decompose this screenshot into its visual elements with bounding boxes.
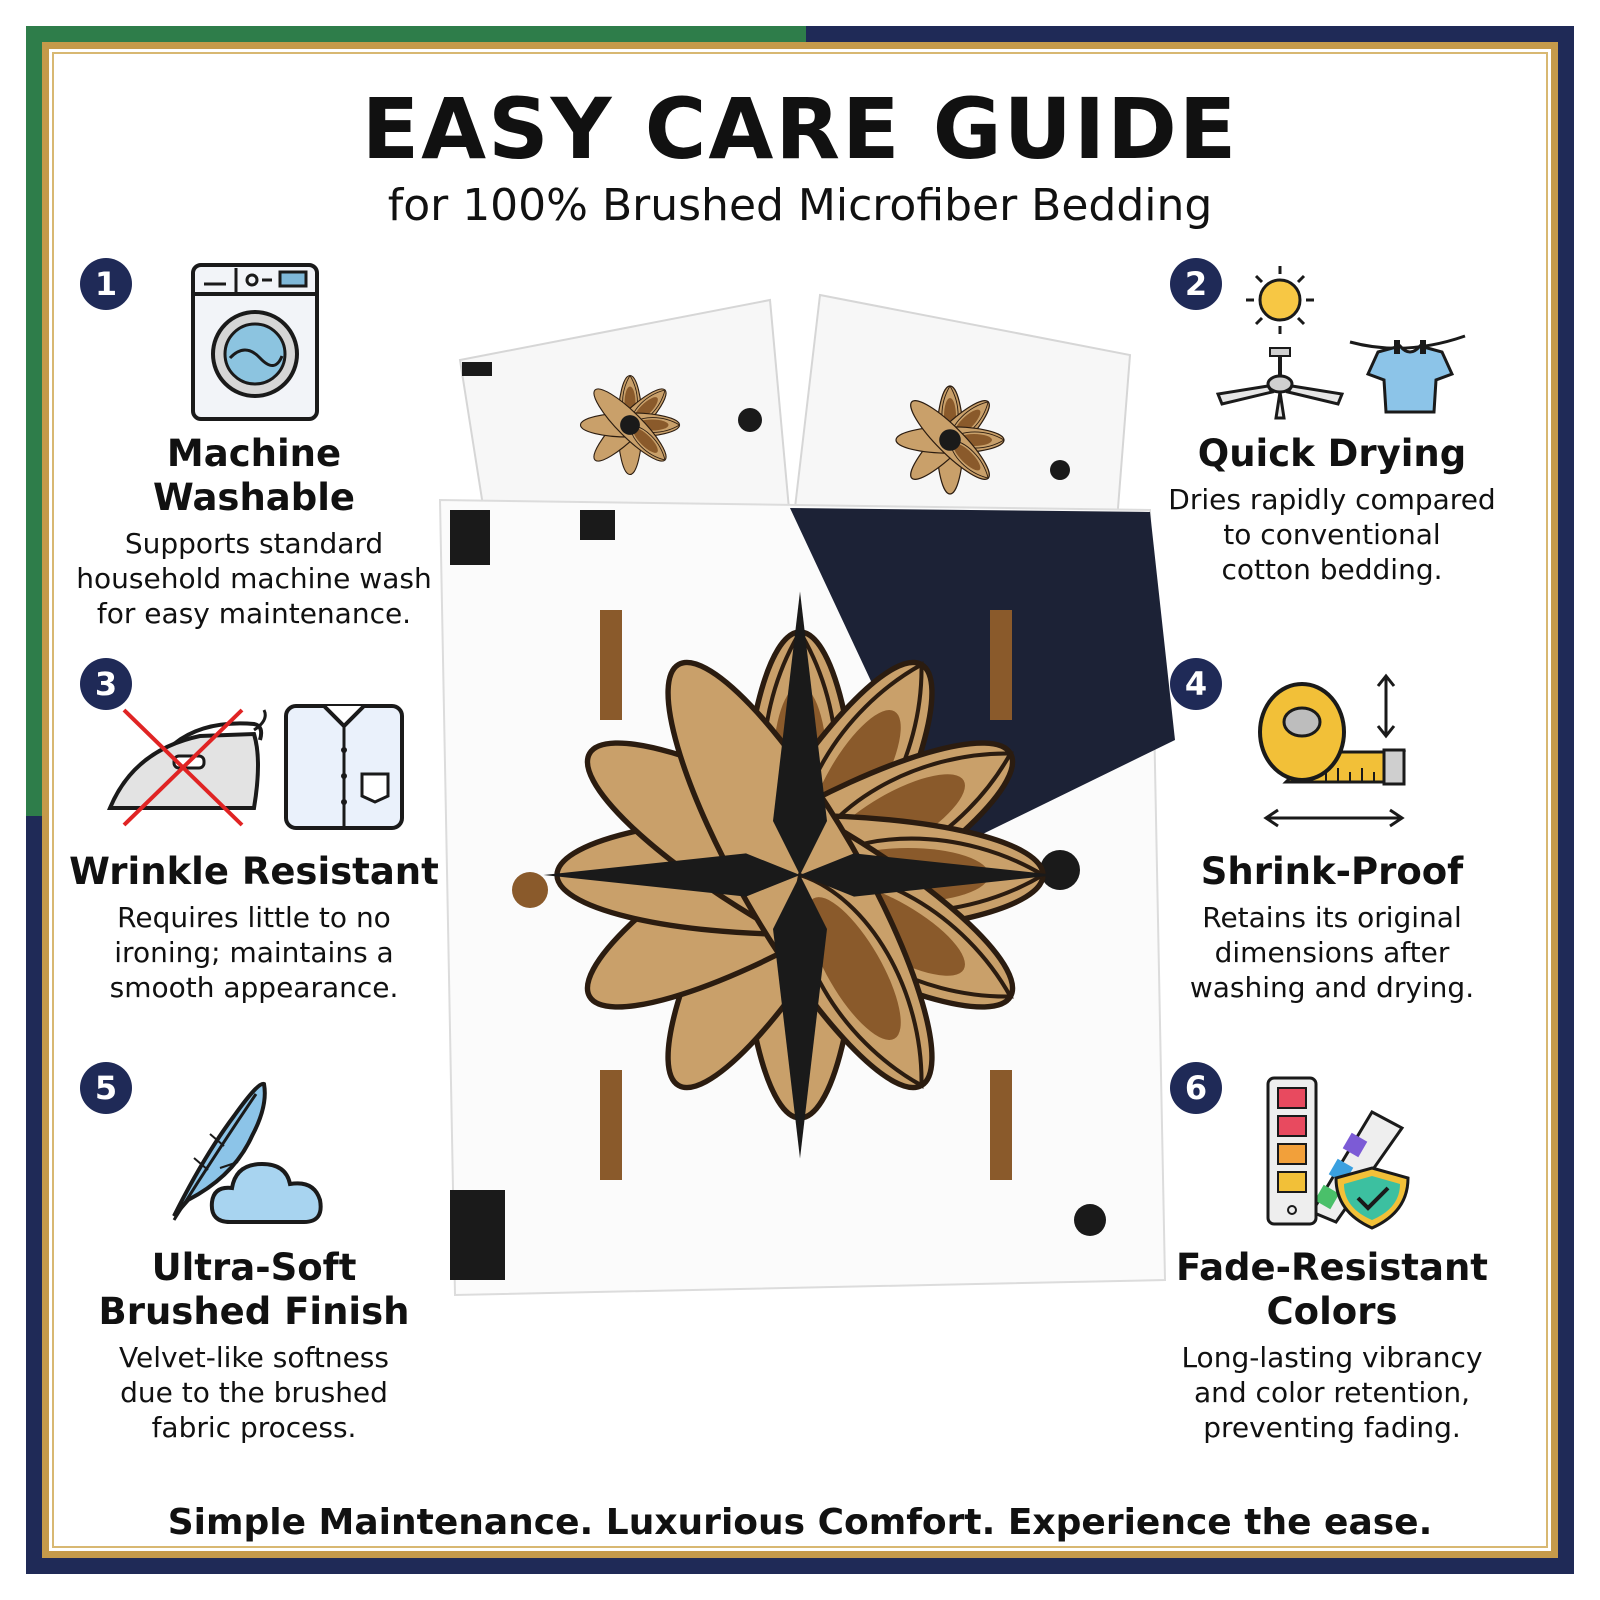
feature-description-line: Requires little to no xyxy=(117,901,391,934)
feature-description-line: Retains its original xyxy=(1202,901,1462,934)
feature-description-line: household machine wash xyxy=(76,562,432,595)
footer-tagline: Simple Maintenance. Luxurious Comfort. E… xyxy=(167,1502,1433,1543)
feature-fade-resistant: Fade-Resistant Colors Long-lasting vibra… xyxy=(1142,1246,1522,1445)
measuring-tape-icon xyxy=(1258,673,1406,828)
page-title: EASY CARE GUIDE xyxy=(361,80,1239,178)
feature-number-badge-2: 2 xyxy=(1170,258,1222,310)
feature-number-badge-6: 6 xyxy=(1170,1062,1222,1114)
feature-number-badge-3: 3 xyxy=(80,658,132,710)
left-pillow xyxy=(458,298,792,552)
feature-name: Machine Washable xyxy=(152,432,356,519)
feature-description-line: and color retention, xyxy=(1193,1376,1471,1409)
feature-description: Long-lasting vibrancy and color retentio… xyxy=(1142,1340,1522,1445)
feature-ultra-soft: Ultra-Soft Brushed Finish Velvet-like so… xyxy=(64,1246,444,1445)
frame-accent-left xyxy=(26,26,42,816)
frame-accent-top xyxy=(26,26,806,42)
feature-description-line: Supports standard xyxy=(124,527,384,560)
feature-description-line: Dries rapidly compared xyxy=(1168,483,1496,516)
feature-description-line: Velvet-like softness xyxy=(119,1341,389,1374)
feature-shrink-proof: Shrink-Proof Retains its original dimens… xyxy=(1142,850,1522,1005)
feature-wrinkle-resistant: Wrinkle Resistant Requires little to no … xyxy=(64,850,444,1005)
feature-description: Supports standard household machine wash… xyxy=(64,526,444,631)
feature-machine-washable: Machine Washable Supports standard house… xyxy=(64,432,444,631)
page-subtitle: for 100% Brushed Microfiber Bedding xyxy=(387,180,1213,231)
feature-description: Velvet-like softness due to the brushed … xyxy=(64,1340,444,1445)
feature-description-line: fabric process. xyxy=(151,1411,357,1444)
feature-name-line: Brushed Finish xyxy=(98,1290,410,1333)
gold-frame-inner xyxy=(52,52,1548,1548)
feature-description: Retains its original dimensions after wa… xyxy=(1142,900,1522,1005)
feature-description-line: Long-lasting vibrancy xyxy=(1181,1341,1483,1374)
feature-quick-drying: Quick Drying Dries rapidly compared to c… xyxy=(1142,432,1522,587)
gold-frame xyxy=(42,42,1558,1558)
feature-description-line: ironing; maintains a xyxy=(114,936,394,969)
feature-name: Ultra-Soft Brushed Finish xyxy=(64,1246,444,1334)
no-iron-shirt-icon xyxy=(107,704,404,830)
feature-description: Dries rapidly compared to conventional c… xyxy=(1142,482,1522,587)
color-swatch-shield-icon xyxy=(1266,1076,1410,1230)
feature-name: Shrink-Proof xyxy=(1200,850,1464,893)
feature-description-line: to conventional xyxy=(1223,518,1441,551)
feature-number-badge-1: 1 xyxy=(80,258,132,310)
feature-description-line: dimensions after xyxy=(1214,936,1450,969)
feature-description-line: cotton bedding. xyxy=(1221,553,1443,586)
feature-description-line: for easy maintenance. xyxy=(96,597,412,630)
feature-name: Fade-Resistant Colors xyxy=(1142,1246,1522,1334)
feature-number-badge-5: 5 xyxy=(80,1062,132,1114)
bedding-product-image xyxy=(438,293,1175,1297)
feature-name-line: Fade-Resistant xyxy=(1175,1246,1488,1289)
feature-description-line: smooth appearance. xyxy=(109,971,399,1004)
feature-description-line: washing and drying. xyxy=(1189,971,1475,1004)
feature-name: Wrinkle Resistant xyxy=(69,850,439,893)
feature-name-line: Ultra-Soft xyxy=(151,1246,357,1289)
feature-description-line: preventing fading. xyxy=(1203,1411,1461,1444)
washing-machine-icon xyxy=(191,263,319,421)
feature-name: Quick Drying xyxy=(1197,432,1467,475)
feature-number-badge-4: 4 xyxy=(1170,658,1222,710)
feather-cloud-icon xyxy=(172,1081,323,1224)
sun-fan-shirt-icon xyxy=(1215,266,1466,420)
duvet xyxy=(438,498,1175,1297)
feature-description: Requires little to no ironing; maintains… xyxy=(64,900,444,1005)
feature-description-line: due to the brushed xyxy=(120,1376,388,1409)
feature-name-line: Colors xyxy=(1266,1290,1398,1333)
